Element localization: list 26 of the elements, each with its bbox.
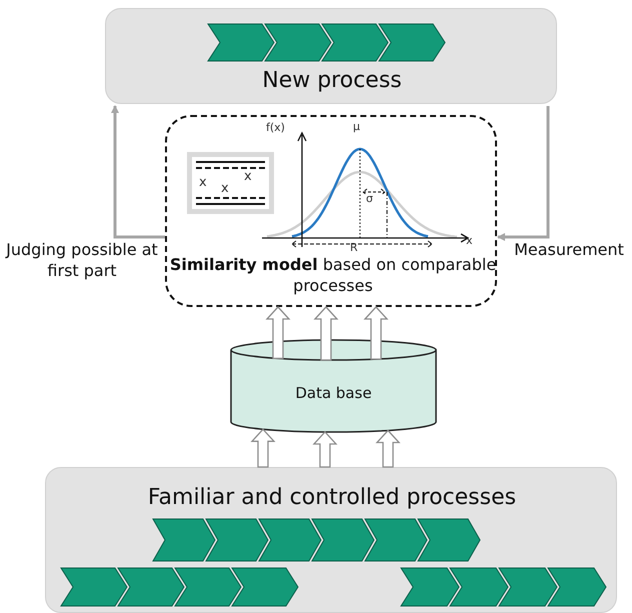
edge-label: Judging possible at first part	[4, 240, 159, 282]
arrow	[111, 105, 165, 238]
data-point-label: x	[199, 176, 207, 189]
edge-label: Measurement	[513, 240, 625, 261]
mean-label: μ	[353, 121, 360, 132]
range-label: R	[350, 242, 358, 253]
process-title: Familiar and controlled processes	[146, 484, 518, 512]
hollow-arrow	[266, 306, 290, 360]
hollow-arrow	[376, 430, 400, 468]
data-point-label: x	[221, 182, 229, 195]
arrow	[497, 106, 550, 241]
process-panel	[45, 467, 617, 613]
model-box	[165, 115, 497, 307]
database-cylinder	[230, 340, 437, 432]
database-label: Data base	[294, 384, 373, 404]
hollow-arrow	[250, 428, 276, 468]
sigma-label: σ	[366, 193, 373, 204]
hollow-arrow	[364, 306, 388, 360]
process-title: New process	[261, 67, 403, 95]
model-caption: Similarity model based on comparable processes	[168, 255, 498, 297]
axis-label: x	[466, 235, 473, 246]
hollow-arrow	[312, 431, 338, 468]
data-point-label: x	[244, 170, 252, 183]
hollow-arrow	[314, 306, 338, 361]
process-panel	[105, 8, 557, 104]
axis-label: f(x)	[266, 122, 285, 133]
